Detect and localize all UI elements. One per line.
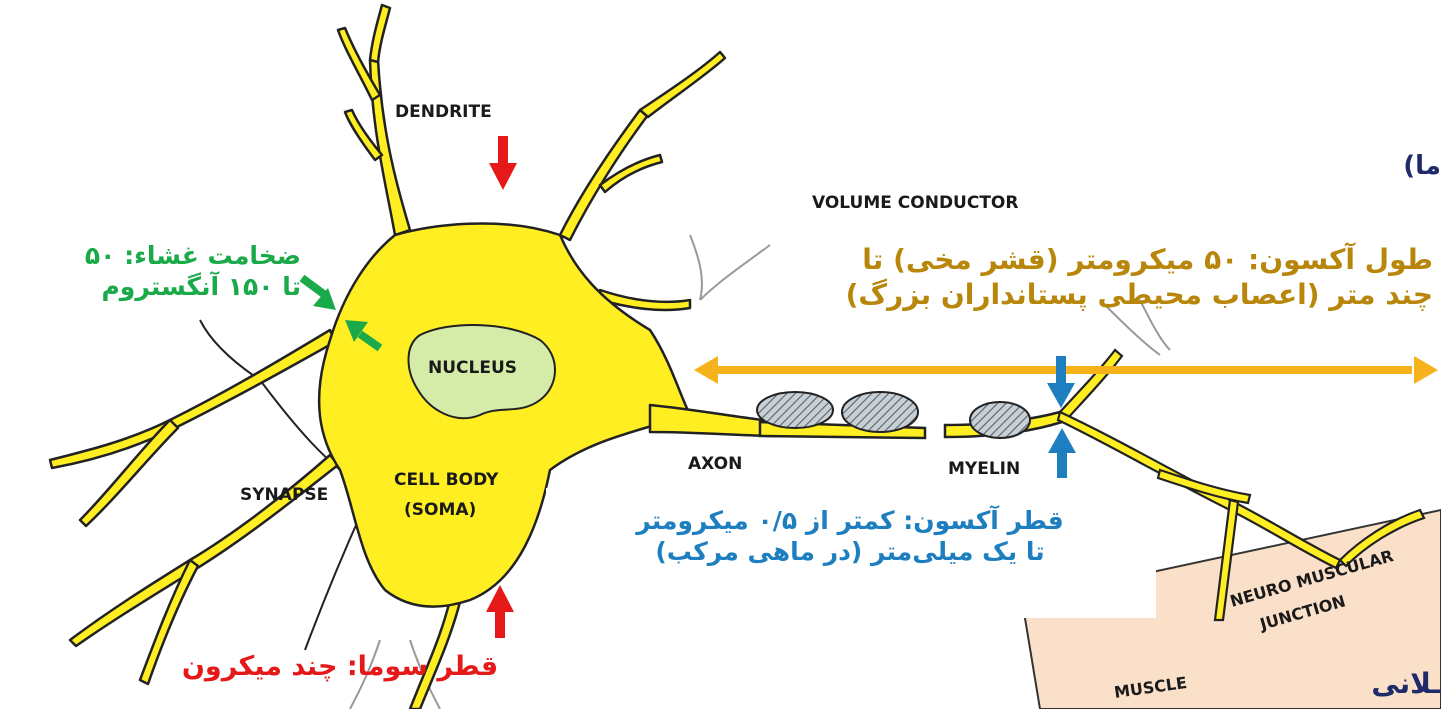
membrane-thickness-note: ضخامت غشاء: ۵۰ تا ۱۵۰ آنگستروم	[85, 240, 301, 303]
axon-length-line-1: طول آکسون: ۵۰ میکرومتر (قشر مخی) تا	[846, 242, 1433, 277]
soma-top-arrow	[489, 136, 517, 190]
volume-conductor-label: VOLUME CONDUCTOR	[812, 193, 1018, 213]
membrane-line-2: تا ۱۵۰ آنگستروم	[85, 271, 301, 302]
soma-bottom-arrow	[486, 585, 514, 638]
nucleus-label: NUCLEUS	[428, 358, 517, 378]
axon-diameter-line-2: تا یک میلی‌متر (در ماهی مرکب)	[560, 536, 1140, 567]
myelin-sheath-3	[970, 402, 1030, 438]
axon-length-line-2: چند متر (اعصاب محیطی پستانداران بزرگ)	[846, 277, 1433, 312]
myelin-label: MYELIN	[948, 459, 1020, 479]
axon-length-note: طول آکسون: ۵۰ میکرومتر (قشر مخی) تا چند …	[846, 242, 1433, 312]
axon-diameter-line-1: قطر آکسون: کمتر از ۰/۵ میکرومتر	[560, 505, 1140, 536]
membrane-line-1: ضخامت غشاء: ۵۰	[85, 240, 301, 271]
cell-body-label: CELL BODY	[394, 470, 499, 490]
dendrite-label: DENDRITE	[395, 102, 492, 122]
soma-diameter-note: قطر سوما: چند میکرون	[150, 650, 530, 684]
soma-label: (SOMA)	[404, 500, 476, 520]
membrane-arrow-1	[302, 278, 336, 310]
soma-diameter-line: قطر سوما: چند میکرون	[150, 650, 530, 684]
axon-label: AXON	[688, 454, 742, 474]
cropped-text-top-right: ما)	[1403, 150, 1441, 183]
cropped-text-bottom-right: ـلانی	[1371, 666, 1441, 701]
synapse-label: SYNAPSE	[240, 485, 328, 505]
myelin-sheath-1	[757, 392, 833, 428]
axon-diameter-bottom-arrow	[1048, 428, 1076, 478]
axon-diameter-note: قطر آکسون: کمتر از ۰/۵ میکرومتر تا یک می…	[560, 505, 1140, 568]
myelin-sheath-2	[842, 392, 918, 432]
